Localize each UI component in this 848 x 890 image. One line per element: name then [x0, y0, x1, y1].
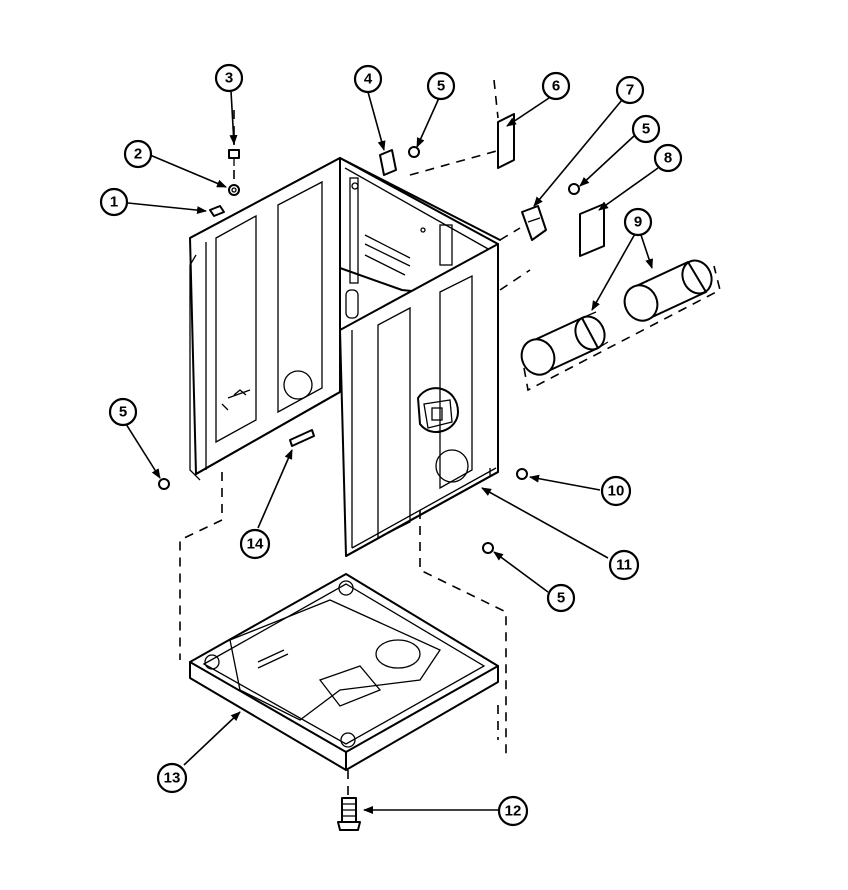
base — [189, 573, 499, 771]
svg-text:10: 10 — [608, 483, 625, 500]
screw-10 — [516, 468, 528, 480]
svg-text:12: 12 — [505, 803, 522, 820]
screw-3 — [228, 149, 240, 166]
screw-5-top — [408, 146, 420, 158]
svg-text:6: 6 — [552, 78, 560, 95]
svg-text:5: 5 — [557, 590, 565, 607]
svg-text:9: 9 — [634, 214, 642, 231]
leader-lines — [125, 90, 659, 814]
svg-text:11: 11 — [616, 557, 632, 574]
leveling-foot — [337, 797, 361, 831]
callout-5-top: 5 — [426, 71, 456, 101]
callout-1: 1 — [99, 187, 129, 217]
svg-text:5: 5 — [119, 404, 127, 421]
callout-7: 7 — [615, 75, 645, 105]
svg-text:5: 5 — [437, 78, 445, 95]
callout-10: 10 — [600, 475, 632, 507]
callout-6: 6 — [541, 71, 571, 101]
svg-text:3: 3 — [225, 70, 233, 87]
svg-text:8: 8 — [664, 150, 672, 167]
nut-2 — [228, 184, 240, 196]
callout-9: 9 — [623, 207, 653, 237]
label-14 — [289, 429, 315, 447]
callout-4: 4 — [353, 64, 383, 94]
screw-5-bottom — [482, 542, 494, 554]
svg-text:7: 7 — [626, 82, 634, 99]
plate-6 — [497, 113, 515, 169]
callout-14: 14 — [239, 528, 271, 560]
svg-text:14: 14 — [247, 536, 264, 553]
plate-8 — [579, 203, 605, 257]
front-panel — [339, 243, 499, 557]
svg-text:1: 1 — [110, 194, 118, 211]
callout-5-left: 5 — [108, 397, 138, 427]
callout-8: 8 — [653, 143, 683, 173]
clip-1 — [209, 205, 225, 217]
callout-11: 11 — [608, 549, 640, 581]
callout-5-bracket: 5 — [631, 114, 661, 144]
callout-13: 13 — [156, 762, 188, 794]
bracket-4 — [379, 149, 397, 176]
callout-5-bottom: 5 — [546, 583, 576, 613]
svg-text:2: 2 — [134, 146, 142, 163]
screw-5-bracket — [568, 183, 580, 195]
callout-3: 3 — [214, 63, 244, 93]
callout-2: 2 — [123, 139, 153, 169]
svg-text:13: 13 — [164, 770, 181, 787]
svg-text:5: 5 — [642, 121, 650, 138]
assembly-lines — [179, 79, 721, 795]
svg-text:4: 4 — [364, 71, 373, 88]
cylinder-9-right — [623, 259, 713, 322]
cylinder-9-left — [520, 311, 609, 376]
screw-5-left — [158, 478, 170, 490]
callout-12: 12 — [497, 795, 529, 827]
bracket-7 — [521, 205, 547, 241]
